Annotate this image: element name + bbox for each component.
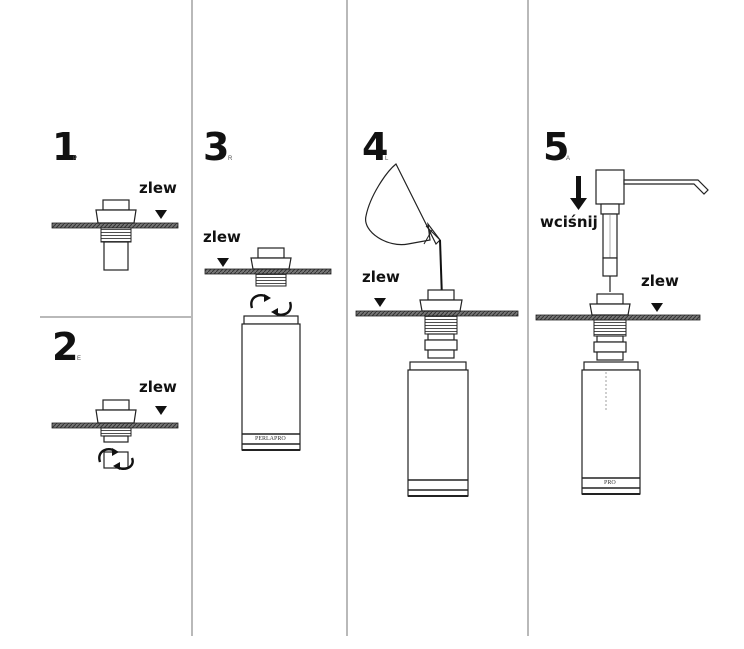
- step-5-sub: A: [566, 156, 571, 162]
- step-5-number: 5: [543, 125, 569, 169]
- divider-3: [527, 0, 529, 636]
- step-5-illustration: [535, 169, 709, 495]
- step-1-arrow: [155, 210, 167, 219]
- step-4-sub: L: [385, 156, 389, 162]
- divider-horizontal: [40, 316, 192, 318]
- divider-2: [346, 0, 348, 636]
- step-1-illustration: [51, 199, 179, 271]
- divider-1: [191, 0, 193, 636]
- step-3-bottle-brand: PERLAPRO: [255, 436, 286, 442]
- step-5-bottle-brand: PRO: [604, 480, 616, 486]
- step-2-number: 2: [52, 325, 78, 369]
- step-2-sink: [51, 422, 179, 429]
- step-3-sink: [204, 268, 332, 275]
- step-4-sink-label: zlew: [362, 268, 400, 286]
- step-1-number: 1: [52, 125, 78, 169]
- step-1-sink-label: zlew: [139, 179, 177, 197]
- step-4-number: 4: [362, 125, 388, 169]
- step-4-arrow: [374, 298, 386, 307]
- step-1-sub: P: [73, 156, 78, 162]
- step-3-sink-label: zlew: [203, 228, 241, 246]
- step-5-press-label: wciśnij: [540, 213, 598, 231]
- step-2-arrow: [155, 406, 167, 415]
- step-2-sub: E: [77, 356, 82, 362]
- step-2-sink-label: zlew: [139, 378, 177, 396]
- step-3-arrow: [217, 258, 229, 267]
- step-5-sink-label: zlew: [641, 272, 679, 290]
- step-3-number: 3: [203, 125, 229, 169]
- step-5-sink: [535, 314, 701, 321]
- step-1-sink: [51, 222, 179, 229]
- step-3-sub: R: [228, 156, 233, 162]
- step-2-illustration: [51, 399, 179, 470]
- step-4-illustration: [355, 163, 519, 497]
- step-3-illustration: [204, 247, 332, 451]
- step-5-arrow: [651, 303, 663, 312]
- step-4-sink: [355, 310, 519, 317]
